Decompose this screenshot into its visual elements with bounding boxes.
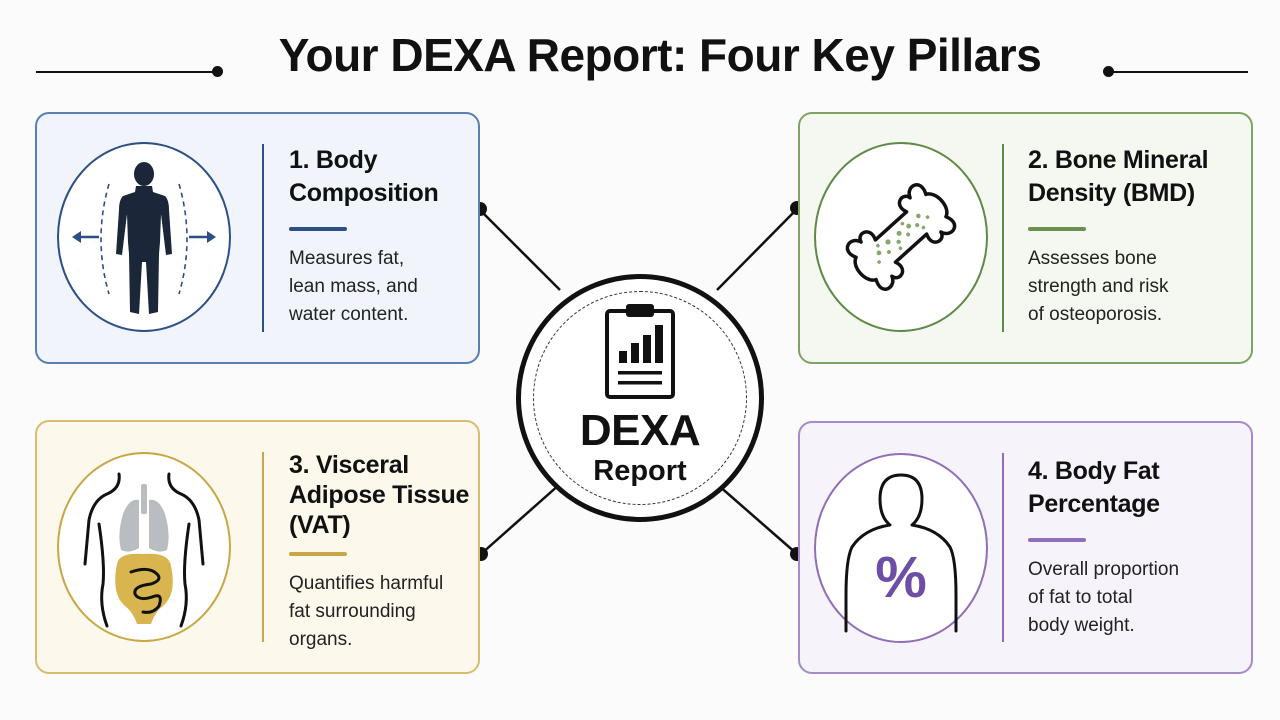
bone-density-heading-line2: Density (BMD)	[1028, 179, 1195, 207]
title-rule-left	[36, 71, 216, 73]
percent-body-icon: %	[844, 473, 958, 633]
bone-density-description: Assesses bone strength and risk of osteo…	[1028, 245, 1243, 329]
body-fat-desc-line1: Overall proportion	[1028, 559, 1180, 580]
bone-density-heading-line1: 2. Bone Mineral	[1028, 146, 1209, 174]
hub-title: DEXA	[579, 406, 701, 455]
bone-density-desc-line1: Assesses bone	[1028, 248, 1157, 269]
body-composition-desc-line2: lean mass, and	[289, 276, 418, 297]
bone-density-text: 2. Bone Mineral Density (BMD) Assesses b…	[1028, 144, 1243, 329]
body-composition-desc-line1: Measures fat,	[289, 248, 405, 269]
pillar-card-body-fat: % 4. Body Fat Percentage Overall proport…	[798, 421, 1253, 674]
visceral-fat-heading-line2: Adipose Tissue	[289, 481, 470, 509]
bone-density-accent	[1028, 227, 1086, 231]
connector-body-composition	[479, 209, 561, 291]
torso-organs-icon	[83, 472, 205, 628]
pillar-card-bone-density: 2. Bone Mineral Density (BMD) Assesses b…	[798, 112, 1253, 364]
page-title: Your DEXA Report: Four Key Pillars	[278, 29, 1042, 81]
bone-density-heading: 2. Bone Mineral Density (BMD)	[1028, 144, 1243, 210]
body-composition-heading-line1: 1. Body	[289, 146, 378, 174]
body-composition-description: Measures fat, lean mass, and water conte…	[289, 245, 489, 329]
body-fat-divider	[1002, 453, 1004, 642]
body-fat-heading-line1: 4. Body Fat	[1028, 457, 1160, 485]
hub-subtitle: Report	[593, 455, 687, 487]
bone-density-divider	[1002, 144, 1004, 332]
body-composition-badge	[57, 142, 231, 332]
body-composition-heading: 1. Body Composition	[289, 144, 489, 210]
visceral-fat-heading: 3. Visceral Adipose Tissue (VAT)	[289, 450, 479, 540]
connector-bone-density	[716, 208, 798, 291]
body-composition-text: 1. Body Composition Measures fat, lean m…	[289, 144, 489, 329]
body-silhouette-icon	[72, 162, 216, 314]
visceral-fat-desc-line3: organs.	[289, 629, 353, 650]
body-composition-desc-line3: water content.	[289, 304, 409, 325]
bone-density-badge	[814, 142, 988, 332]
visceral-fat-desc-line2: fat surrounding	[289, 601, 416, 622]
body-composition-divider	[262, 144, 264, 332]
title-row: Your DEXA Report: Four Key Pillars	[0, 18, 1280, 88]
visceral-fat-heading-line1: 3. Visceral	[289, 451, 409, 479]
body-fat-accent	[1028, 538, 1086, 542]
visceral-fat-divider	[262, 452, 264, 642]
body-composition-heading-line2: Composition	[289, 179, 439, 207]
title-rule-right	[1110, 71, 1248, 73]
hub-dashed-ring	[533, 291, 747, 505]
connector-visceral-fat	[480, 483, 561, 555]
report-chart-icon	[605, 304, 675, 399]
body-fat-heading-line2: Percentage	[1028, 490, 1160, 518]
body-fat-badge: %	[814, 453, 988, 643]
body-fat-desc-line3: body weight.	[1028, 615, 1135, 636]
body-fat-desc-line2: of fat to total	[1028, 587, 1133, 608]
dexa-report-hub: DEXA Report	[516, 274, 764, 522]
visceral-fat-heading-line3: (VAT)	[289, 511, 351, 539]
visceral-fat-accent	[289, 552, 347, 556]
pillar-card-visceral-fat: 3. Visceral Adipose Tissue (VAT) Quantif…	[35, 420, 480, 674]
bone-icon	[845, 183, 957, 291]
visceral-fat-desc-line1: Quantifies harmful	[289, 573, 444, 594]
visceral-fat-text: 3. Visceral Adipose Tissue (VAT) Quantif…	[289, 450, 479, 654]
visceral-fat-description: Quantifies harmful fat surrounding organ…	[289, 570, 479, 654]
bone-density-desc-line2: strength and risk	[1028, 276, 1169, 297]
body-fat-description: Overall proportion of fat to total body …	[1028, 556, 1243, 640]
body-fat-text: 4. Body Fat Percentage Overall proportio…	[1028, 455, 1243, 640]
title-dot-right	[1103, 66, 1114, 77]
visceral-fat-badge	[57, 452, 231, 642]
body-fat-heading: 4. Body Fat Percentage	[1028, 455, 1243, 521]
bone-density-desc-line3: of osteoporosis.	[1028, 304, 1163, 325]
connector-body-fat	[717, 484, 798, 555]
body-fat-percent-symbol: %	[875, 545, 927, 610]
title-dot-left	[212, 66, 223, 77]
body-composition-accent	[289, 227, 347, 231]
pillar-card-body-composition: 1. Body Composition Measures fat, lean m…	[35, 112, 480, 364]
